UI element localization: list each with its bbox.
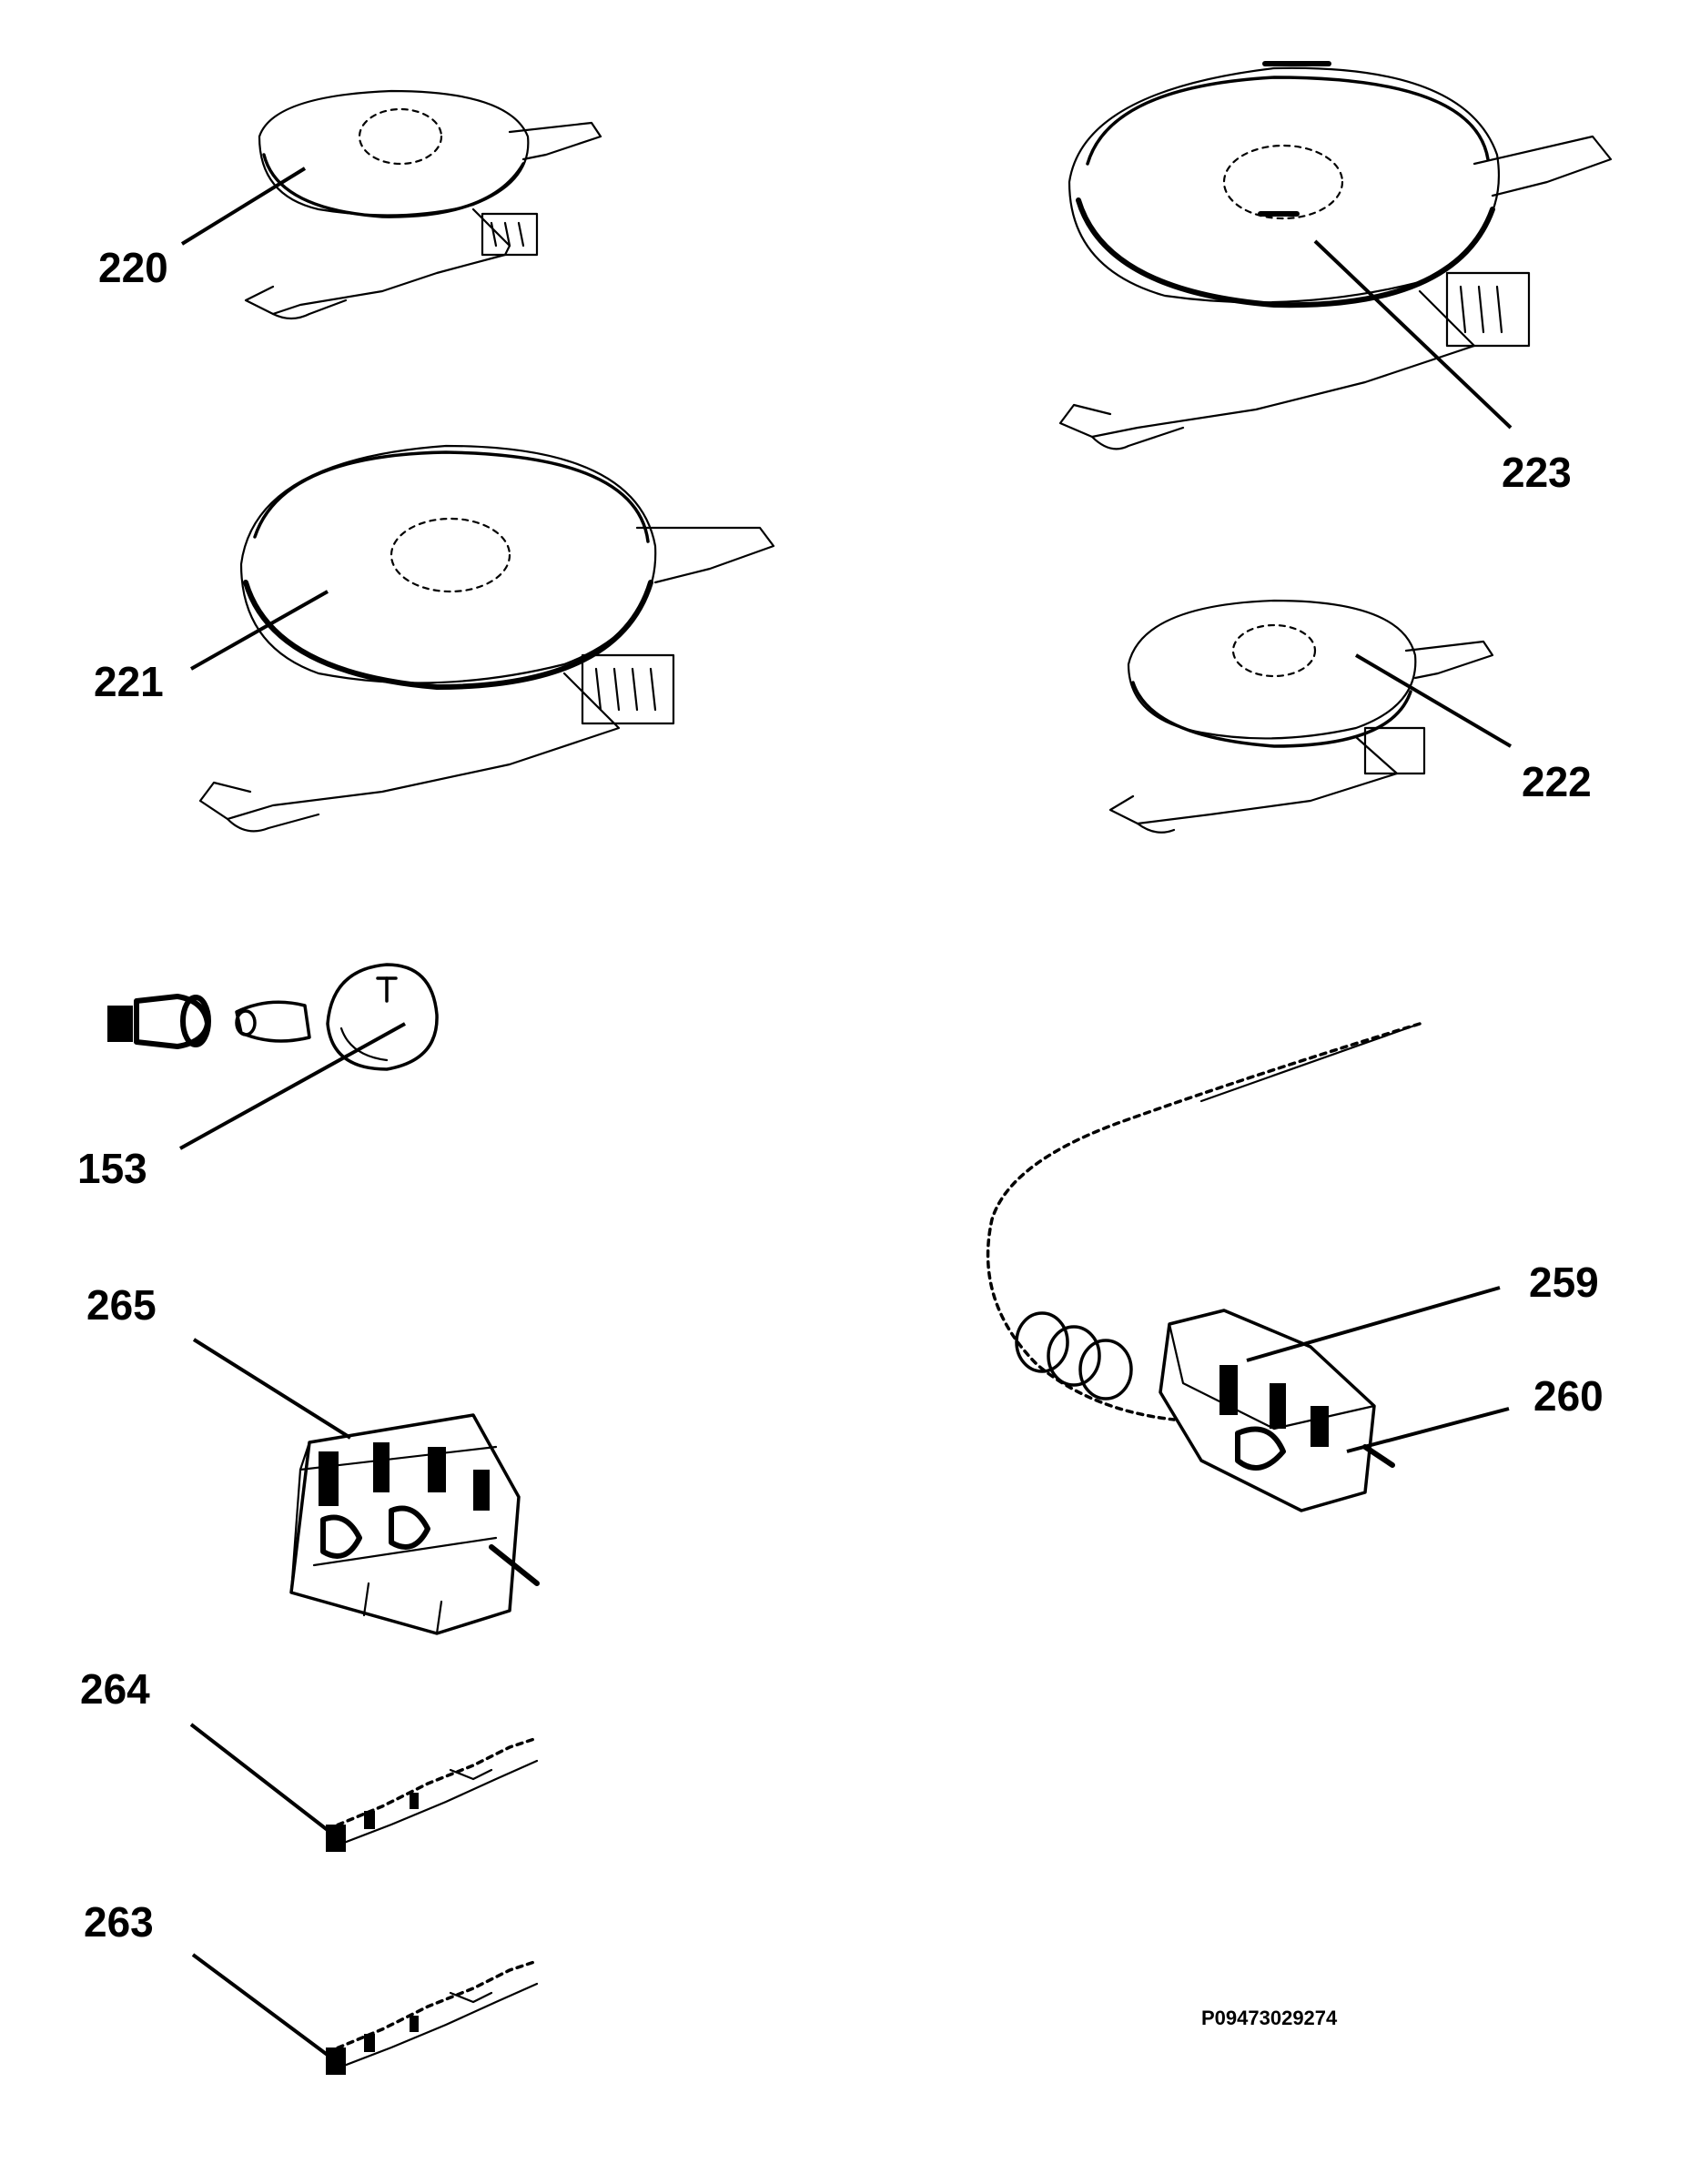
- part-label-259: 259: [1529, 1259, 1599, 1306]
- part-label-221: 221: [94, 658, 164, 705]
- probe-263: [326, 1959, 539, 2075]
- probe-264: [326, 1736, 539, 1852]
- part-label-265: 265: [86, 1281, 157, 1329]
- leader-223: [1313, 239, 1513, 430]
- leader-153: [179, 1022, 406, 1150]
- leader-222: [1354, 653, 1513, 748]
- hotplate-220: [244, 89, 602, 320]
- energy-regulator-259-260: [986, 1022, 1422, 1512]
- leader-263: [191, 1953, 334, 2060]
- part-label-222: 222: [1522, 758, 1592, 805]
- part-label-264: 264: [80, 1665, 150, 1713]
- part-label-263: 263: [84, 1898, 154, 1946]
- drawing-reference-code: P09473029274: [1201, 2007, 1338, 2029]
- hotplate-223: [1058, 61, 1613, 450]
- leader-260: [1346, 1407, 1510, 1453]
- leader-264: [189, 1723, 334, 1835]
- part-label-153: 153: [77, 1145, 147, 1192]
- part-label-220: 220: [98, 244, 168, 291]
- rotary-switch-265: [289, 1413, 540, 1635]
- leader-220: [180, 167, 307, 246]
- leader-259: [1246, 1286, 1501, 1362]
- hotplate-221: [198, 444, 775, 833]
- control-knob-153: [107, 963, 439, 1071]
- part-label-223: 223: [1502, 449, 1572, 496]
- part-label-260: 260: [1533, 1372, 1604, 1420]
- leader-265: [192, 1338, 352, 1440]
- leader-221: [190, 590, 329, 671]
- hotplate-222: [1108, 599, 1494, 834]
